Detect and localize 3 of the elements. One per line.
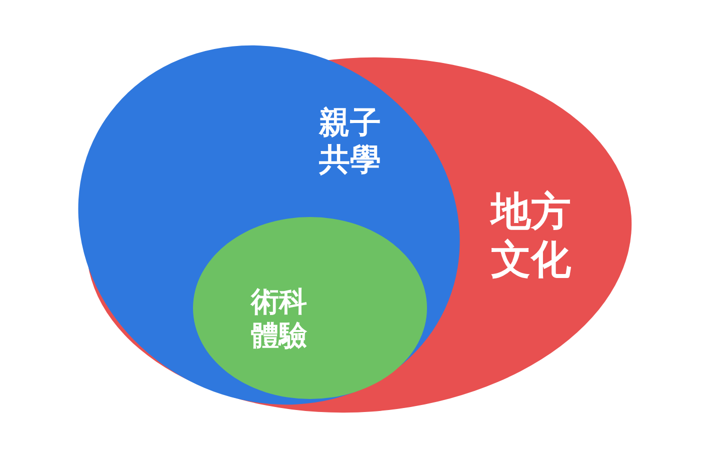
circle-label: 術科體驗 [251, 285, 308, 352]
ellipse-label: 地方文化 [491, 188, 572, 284]
ellipse-label: 親子共學 [319, 105, 382, 180]
